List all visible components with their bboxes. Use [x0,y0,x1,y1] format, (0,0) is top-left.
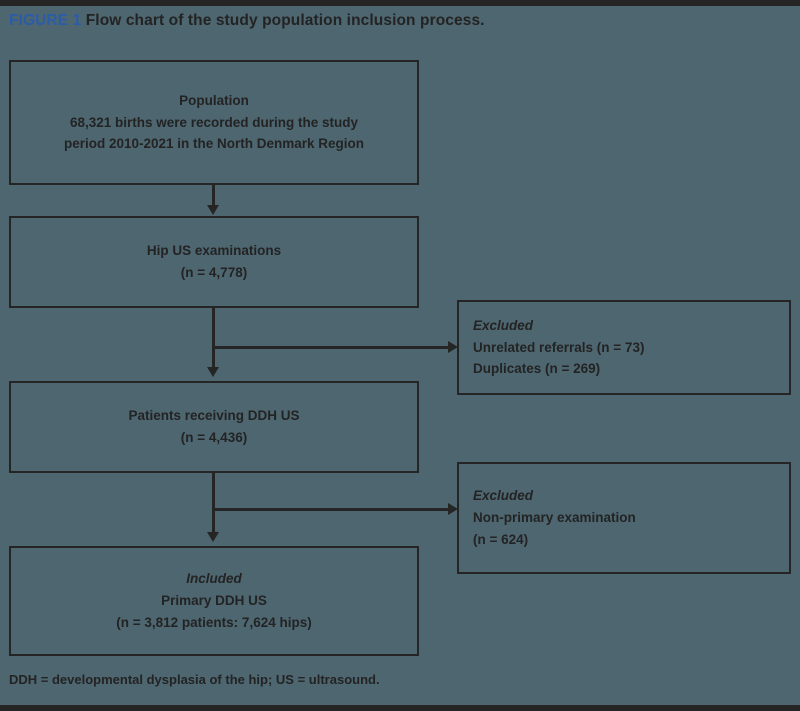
bottom-edge-strip [0,705,800,711]
arrowhead-into-excluded2 [448,503,458,515]
figure-label: FIGURE 1 [9,12,82,29]
connector-ddhus-to-included [212,473,215,533]
node-included-heading: Included [186,571,242,587]
node-population-title: Population [179,92,249,108]
figure-caption-text: Flow chart of the study population inclu… [85,12,485,29]
figure-footnote: DDH = developmental dysplasia of the hip… [9,672,380,687]
node-included-primary-ddh-us: Included Primary DDH US (n = 3,812 patie… [9,546,419,656]
node-included-line3: (n = 3,812 patients: 7,624 hips) [116,614,312,630]
node-population-line2: 68,321 births were recorded during the s… [69,114,359,130]
node-excluded-1-line3: Duplicates (n = 269) [473,361,601,377]
node-excluded-1-heading: Excluded [473,317,534,333]
node-patients-receiving-ddh-us: Patients receiving DDH US (n = 4,436) [9,381,419,473]
arrowhead-into-ddhus [207,367,219,377]
node-ddh-us-title: Patients receiving DDH US [128,408,300,424]
branch-ddhus-to-excluded2 [212,508,450,511]
top-edge-strip [0,0,800,6]
arrowhead-into-included [207,532,219,542]
node-ddh-us-count: (n = 4,436) [180,430,248,445]
arrowhead-into-hipus [207,205,219,215]
node-excluded-non-primary: Excluded Non-primary examination (n = 62… [457,462,791,574]
node-population-line3: period 2010-2021 in the North Denmark Re… [63,136,365,152]
node-excluded-1-line2: Unrelated referrals (n = 73) [473,339,645,355]
connector-population-to-hipus [212,185,215,207]
node-population: Population 68,321 births were recorded d… [9,60,419,185]
node-excluded-2-line2: Non-primary examination [473,510,636,526]
connector-hipus-to-ddhus [212,308,215,368]
node-excluded-2-line3: (n = 624) [473,531,529,547]
node-excluded-referrals-duplicates: Excluded Unrelated referrals (n = 73) Du… [457,300,791,395]
node-included-line2: Primary DDH US [161,593,267,609]
arrowhead-into-excluded1 [448,341,458,353]
node-excluded-2-heading: Excluded [473,488,534,504]
figure-caption: FIGURE 1 Flow chart of the study populat… [9,12,485,30]
node-hip-us-count: (n = 4,778) [180,265,248,280]
node-hip-us-examinations: Hip US examinations (n = 4,778) [9,216,419,308]
node-hip-us-title: Hip US examinations [146,243,282,259]
branch-hipus-to-excluded1 [212,346,450,349]
